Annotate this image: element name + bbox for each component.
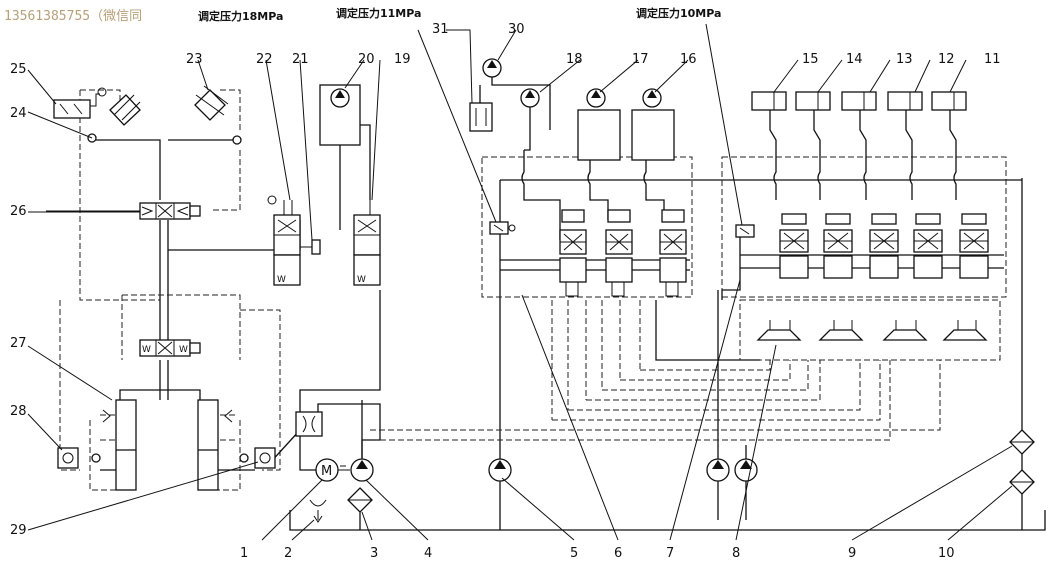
- callout-2: 2: [284, 546, 292, 561]
- pressure-label-10: 调定压力10MPa: [636, 6, 721, 20]
- pump-16: [631, 88, 675, 220]
- cylinder-13: [841, 91, 877, 200]
- callout-leaders: [27, 29, 1013, 541]
- directional-valve-26: [46, 202, 201, 220]
- tank-2: [309, 499, 327, 523]
- relief-valve-10mpa: [705, 23, 755, 300]
- callout-11: 11: [984, 52, 1001, 67]
- filter-3: [347, 487, 373, 513]
- callout-24: 24: [10, 106, 27, 121]
- cartridge-valve-m3: [659, 209, 687, 297]
- callout-8: 8: [732, 546, 740, 561]
- hydraulic-pump-20: [319, 84, 371, 230]
- directional-valve-19: W: [353, 200, 381, 286]
- callout-14: 14: [846, 52, 863, 67]
- callout-16: 16: [680, 52, 697, 67]
- pilot-valve-block: [739, 299, 1001, 361]
- callout-15: 15: [802, 52, 819, 67]
- valve-25: [53, 87, 107, 119]
- motor-unit-23: [194, 85, 229, 121]
- callout-numbers: 1 2 3 4 5 6 7 8 9 10 11 12 13 14 15 16 1…: [10, 22, 1001, 561]
- callout-1: 1: [240, 546, 248, 561]
- check-valve-29: [254, 447, 276, 469]
- callout-29: 29: [10, 523, 27, 538]
- filter-10: [1009, 469, 1035, 495]
- callout-4: 4: [424, 546, 432, 561]
- pilot-valves: [756, 320, 988, 341]
- motor-unit-left: [109, 94, 141, 126]
- check-valve-right-top: [232, 135, 242, 145]
- valve-block-middle: [481, 156, 693, 298]
- cylinder-12: [887, 91, 923, 200]
- relief-valve-11mpa: [417, 29, 516, 235]
- cartridge-valve-r4: [913, 213, 943, 279]
- filter-9: [1009, 429, 1035, 455]
- callout-23: 23: [186, 52, 203, 67]
- callout-26: 26: [10, 204, 27, 219]
- small-check-valves-left: [91, 409, 249, 463]
- callout-12: 12: [938, 52, 955, 67]
- motor-1: M: [315, 458, 350, 482]
- valve-block-right: [721, 156, 1007, 298]
- pump-4: [350, 400, 374, 482]
- callout-20: 20: [358, 52, 375, 67]
- watermark-text: 13561385755（微信同: [4, 9, 142, 24]
- callout-19: 19: [394, 52, 411, 67]
- check-valve-28: [57, 447, 79, 469]
- cartridge-valve-r2: [823, 213, 853, 279]
- flow-divider-29: [295, 290, 381, 471]
- svg-text:W: W: [357, 275, 366, 285]
- callout-25: 25: [10, 62, 27, 77]
- callout-27: 27: [10, 336, 27, 351]
- callout-7: 7: [666, 546, 674, 561]
- cylinder-14: [795, 91, 831, 200]
- callout-9: 9: [848, 546, 856, 561]
- pump-8a: [706, 290, 730, 482]
- directional-valve-lower: W W: [139, 339, 201, 357]
- cartridge-valve-r5: [959, 213, 989, 279]
- dashed-return-lines: [370, 300, 941, 441]
- pump-8b: [734, 445, 758, 482]
- pressure-label-18: 调定压力18MPa: [198, 9, 283, 23]
- cartridge-valve-m2: [605, 209, 633, 297]
- callout-3: 3: [370, 546, 378, 561]
- cartridge-valve-r3: [869, 213, 899, 279]
- manifold-lines-middle: [500, 179, 1022, 271]
- svg-text:W: W: [179, 345, 188, 355]
- callout-21: 21: [292, 52, 309, 67]
- tank-return-line: [289, 478, 1046, 531]
- svg-text:W: W: [142, 345, 151, 355]
- callout-30: 30: [508, 22, 525, 37]
- directional-valve-22: W: [267, 195, 321, 286]
- cylinder-27-right: [197, 399, 219, 491]
- callout-22: 22: [256, 52, 273, 67]
- svg-text:M: M: [321, 464, 332, 479]
- callout-28: 28: [10, 404, 27, 419]
- left-circuit: [59, 89, 301, 491]
- cylinder-27-left: [115, 399, 137, 491]
- callout-10: 10: [938, 546, 955, 561]
- cartridge-valve-m1: [559, 209, 587, 297]
- pressure-label-11: 调定压力11MPa: [336, 6, 421, 20]
- cylinder-15: [751, 91, 787, 200]
- callout-13: 13: [896, 52, 913, 67]
- pump-assembly-18: [469, 58, 561, 240]
- callout-31: 31: [432, 22, 449, 37]
- callout-17: 17: [632, 52, 649, 67]
- callout-5: 5: [570, 546, 578, 561]
- pump-17: [577, 88, 621, 220]
- svg-text:W: W: [277, 275, 286, 285]
- callout-18: 18: [566, 52, 583, 67]
- cylinder-11: [931, 91, 967, 200]
- cartridge-valve-r1: [779, 213, 809, 279]
- callout-6: 6: [614, 546, 622, 561]
